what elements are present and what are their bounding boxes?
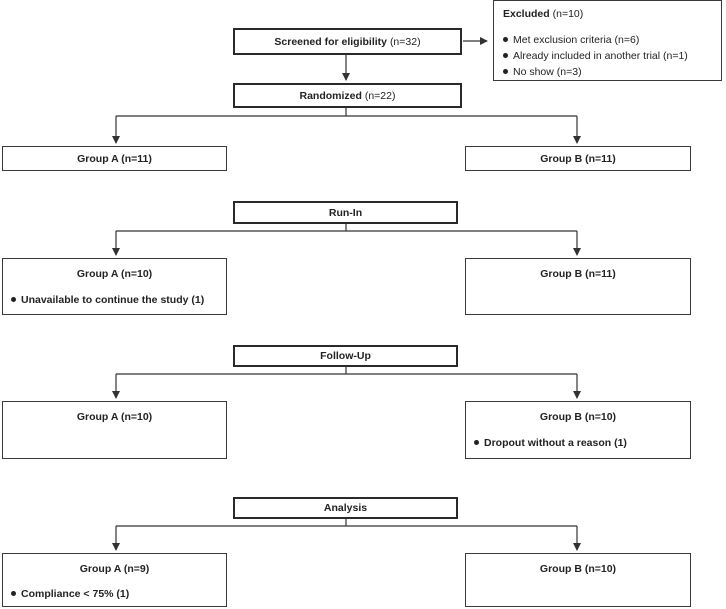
analysis-group-b: Group B (n=10) bbox=[465, 553, 691, 607]
bullet-icon bbox=[503, 36, 508, 42]
analysis-group-a-note: Compliance < 75% (1) bbox=[11, 588, 129, 600]
runin-stage-box: Run-In bbox=[233, 201, 458, 224]
analysis-stage-box: Analysis bbox=[233, 497, 458, 519]
followup-stage-box: Follow-Up bbox=[233, 345, 458, 367]
allocation-group-b: Group B (n=11) bbox=[465, 146, 691, 171]
allocation-group-a: Group A (n=11) bbox=[2, 146, 227, 171]
analysis-group-a: Group A (n=9) Compliance < 75% (1) bbox=[2, 553, 227, 607]
followup-group-a-label: Group A (n=10) bbox=[76, 411, 153, 423]
runin-group-b-label: Group B (n=11) bbox=[540, 268, 616, 280]
analysis-group-b-label: Group B (n=10) bbox=[539, 563, 617, 575]
screened-box: Screened for eligibility (n=32) bbox=[233, 28, 462, 55]
screened-label: Screened for eligibility bbox=[274, 35, 388, 48]
excluded-heading: Excluded (n=10) bbox=[503, 8, 583, 20]
randomized-count: (n=22) bbox=[364, 89, 396, 102]
followup-group-a: Group A (n=10) bbox=[2, 401, 227, 459]
bullet-icon bbox=[11, 590, 16, 596]
excluded-label: Excluded bbox=[503, 8, 550, 20]
followup-group-b-label: Group B (n=10) bbox=[539, 411, 617, 423]
followup-title: Follow-Up bbox=[320, 350, 371, 362]
bullet-icon bbox=[503, 52, 508, 58]
runin-group-b: Group B (n=11) bbox=[465, 258, 691, 315]
runin-title: Run-In bbox=[328, 206, 363, 219]
randomized-box: Randomized (n=22) bbox=[233, 83, 462, 108]
excluded-item-text: Already included in another trial (n=1) bbox=[513, 50, 688, 62]
analysis-group-a-label: Group A (n=9) bbox=[79, 563, 150, 575]
followup-group-b: Group B (n=10) Dropout without a reason … bbox=[465, 401, 691, 459]
runin-group-a: Group A (n=10) Unavailable to continue t… bbox=[2, 258, 227, 315]
excluded-item: Already included in another trial (n=1) bbox=[503, 50, 688, 62]
excluded-box: Excluded (n=10) Met exclusion criteria (… bbox=[493, 0, 722, 81]
bullet-icon bbox=[11, 296, 16, 302]
screened-count: (n=32) bbox=[389, 35, 421, 48]
allocation-group-b-label: Group B (n=11) bbox=[540, 152, 616, 165]
runin-group-a-note-text: Unavailable to continue the study (1) bbox=[21, 294, 205, 306]
runin-group-a-label: Group A (n=10) bbox=[76, 268, 153, 280]
allocation-group-a-label: Group A (n=11) bbox=[77, 152, 152, 165]
bullet-icon bbox=[503, 68, 508, 74]
runin-group-a-note: Unavailable to continue the study (1) bbox=[11, 294, 204, 306]
excluded-item: Met exclusion criteria (n=6) bbox=[503, 34, 639, 46]
randomized-label: Randomized bbox=[299, 89, 362, 102]
excluded-count: (n=10) bbox=[552, 8, 584, 20]
followup-group-b-note-text: Dropout without a reason (1) bbox=[484, 437, 627, 449]
excluded-item-text: Met exclusion criteria (n=6) bbox=[513, 34, 640, 46]
bullet-icon bbox=[474, 439, 479, 445]
analysis-title: Analysis bbox=[323, 502, 368, 514]
excluded-item-text: No show (n=3) bbox=[513, 66, 582, 78]
analysis-group-a-note-text: Compliance < 75% (1) bbox=[21, 588, 130, 600]
followup-group-b-note: Dropout without a reason (1) bbox=[474, 437, 627, 449]
excluded-item: No show (n=3) bbox=[503, 66, 582, 78]
